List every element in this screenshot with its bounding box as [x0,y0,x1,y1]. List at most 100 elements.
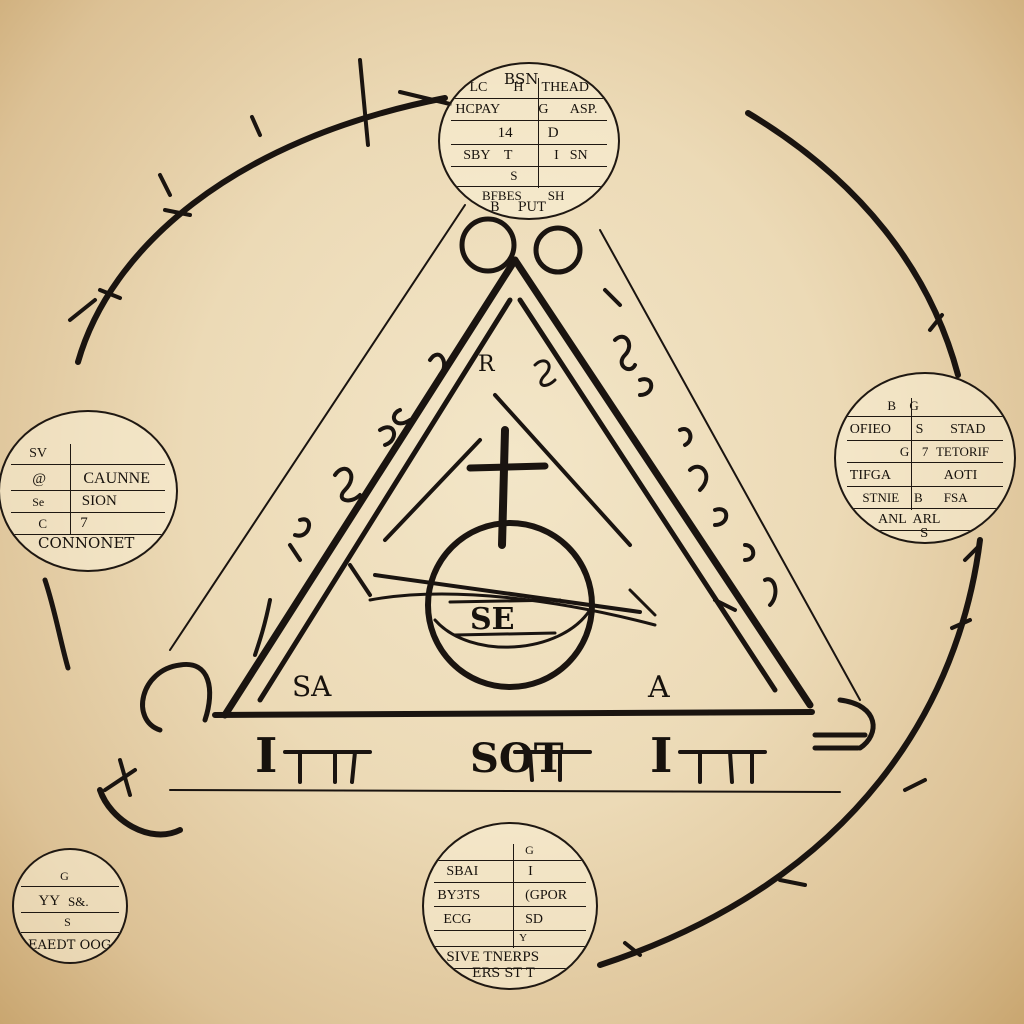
disc-right-row: G 7 TETORIF [846,442,1004,463]
disc-left-cell: SV [29,446,48,461]
disc-top-footer: B PUT [490,200,546,215]
outer-triangle [169,204,861,701]
horizontal-line-mid [373,573,642,614]
disc-right-cell: STAD [950,422,986,437]
disc-right-cell: B [914,490,923,505]
disc-bottom-center-cell: SD [525,912,544,927]
disc-bottom-center-cell: I [528,864,533,879]
disc-bottom-center-cell: SBAI [446,864,479,879]
disc-top-row: LC H THEAD [450,78,608,99]
disc-top-cell: H [513,80,524,95]
inner-glyphs [533,359,657,617]
disc-right-cell: ANL [878,512,907,527]
disc-right-cell: TIFGA [849,468,892,483]
disc-left-cell: @ [32,471,47,487]
disc-bottom-left-row: YY S&. [20,890,120,913]
disc-right-cell: FSA [943,490,968,505]
disc-left-cell: Se [32,495,45,509]
main-triangle-right [511,256,814,709]
disc-bottom-center-cell: G [525,843,534,857]
disc-right-row: ANL ARL [846,510,1004,531]
disc-top-cell: PUT [517,200,546,215]
triangle-right-corner-label: A [648,670,670,705]
disc-right-cell: ARL [912,512,941,527]
outer-arc-bottom-right [597,537,983,968]
outer-arc-bottom-left [97,787,183,838]
disc-top-cell: B [490,200,500,215]
disc-right-cell: 7 [921,444,929,459]
disc-right-cell: G [909,398,919,413]
disc-right-row: B G [846,396,1004,417]
right-hook [812,697,876,751]
disc-left-cell: C [38,516,48,531]
outer-arc-left [75,95,448,365]
disc-bottom-center-cell: SIVE TNERPS [446,949,540,965]
horizontal-line-low [368,592,657,627]
disc-bottom-center-row: BY3TS (GPOR [434,884,586,907]
diagonal-line-a [493,393,632,547]
diagonal-line-b [383,438,482,542]
disc-top-cell: G [538,102,549,117]
disc-right-row: STNIE B FSA [846,488,1004,509]
inner-circle-ring [433,608,592,649]
triangle-center-label: SE [470,602,515,637]
disc-left-footer: CONNONET [38,534,135,552]
disc-bottom-center: G SBAI I BY3TS (GPOR ECG SD Y SIVE TNERP… [422,822,598,990]
disc-top: BSN LC H THEAD HCPAY G ASP. 14 D SBY T I… [438,62,620,220]
cross-horizontal [466,462,549,472]
disc-bottom-left-row: S [20,914,120,933]
disc-top-row: S [450,168,608,187]
triangle-left-corner-label: SA [292,670,332,703]
base-script-left: I [255,728,278,784]
disc-bottom-left-cell: S [64,915,71,929]
disc-bottom-center-row: SIVE TNERPS [434,948,586,969]
triangle-top-mark: R [478,352,495,377]
disc-top-cell: SH [547,188,565,203]
disc-top-cell: THEAD [541,80,589,95]
disc-bottom-center-footer: ERS ST T [472,966,535,981]
base-line [212,709,815,718]
outer-tick-left [42,577,71,671]
disc-bottom-left-row: G [20,866,120,887]
disc-top-cell: SN [569,148,588,163]
disc-top-row: HCPAY G ASP. [450,100,608,121]
disc-top-header: BSN [504,70,539,88]
disc-right-cell: TETORIF [935,444,990,459]
outer-arc-right [745,110,961,378]
apex-circle-left [459,216,517,274]
main-triangle-inner-right [517,297,778,693]
left-hook [140,662,213,733]
disc-right-cell: OFIEO [849,422,892,437]
disc-right-row: TIFGA AOTI [846,464,1004,487]
disc-top-cell: I [554,148,559,163]
base-line-lower [169,789,841,793]
disc-top-cell: ASP. [569,102,598,117]
disc-top-cell: D [547,125,559,141]
disc-bottom-left: G YY S&. S EAEDT OOG [12,848,128,964]
side-glyphs-right [603,288,778,612]
disc-left-row: SV [10,442,166,465]
thorn-marks [68,58,982,957]
disc-right-cell: AOTI [943,468,978,483]
disc-right-footer: S [920,526,929,540]
disc-bottom-center-row: G [434,842,586,861]
main-triangle-inner-left [257,297,513,703]
disc-right-cell: B [887,398,897,413]
disc-left-divider [70,444,72,534]
disc-top-cell: 14 [497,125,513,141]
disc-bottom-left-footer: EAEDT OOG [28,938,112,953]
disc-top-cell: HCPAY [455,102,501,117]
disc-bottom-center-cell: BY3TS [437,888,481,903]
disc-left-row: @ CAUNNE [10,466,166,491]
disc-top-row: 14 D [450,122,608,145]
disc-bottom-center-row: Y [434,932,586,947]
disc-bottom-left-cell: G [60,869,69,883]
disc-left-cell: SION [81,493,117,509]
disc-right-row: OFIEO S STAD [846,418,1004,441]
disc-right: B G OFIEO S STAD G 7 TETORIF TIFGA AOTI … [834,372,1016,544]
inner-label-underline [448,598,562,637]
disc-top-cell: T [503,148,513,163]
disc-bottom-center-cell: (GPOR [525,888,568,903]
